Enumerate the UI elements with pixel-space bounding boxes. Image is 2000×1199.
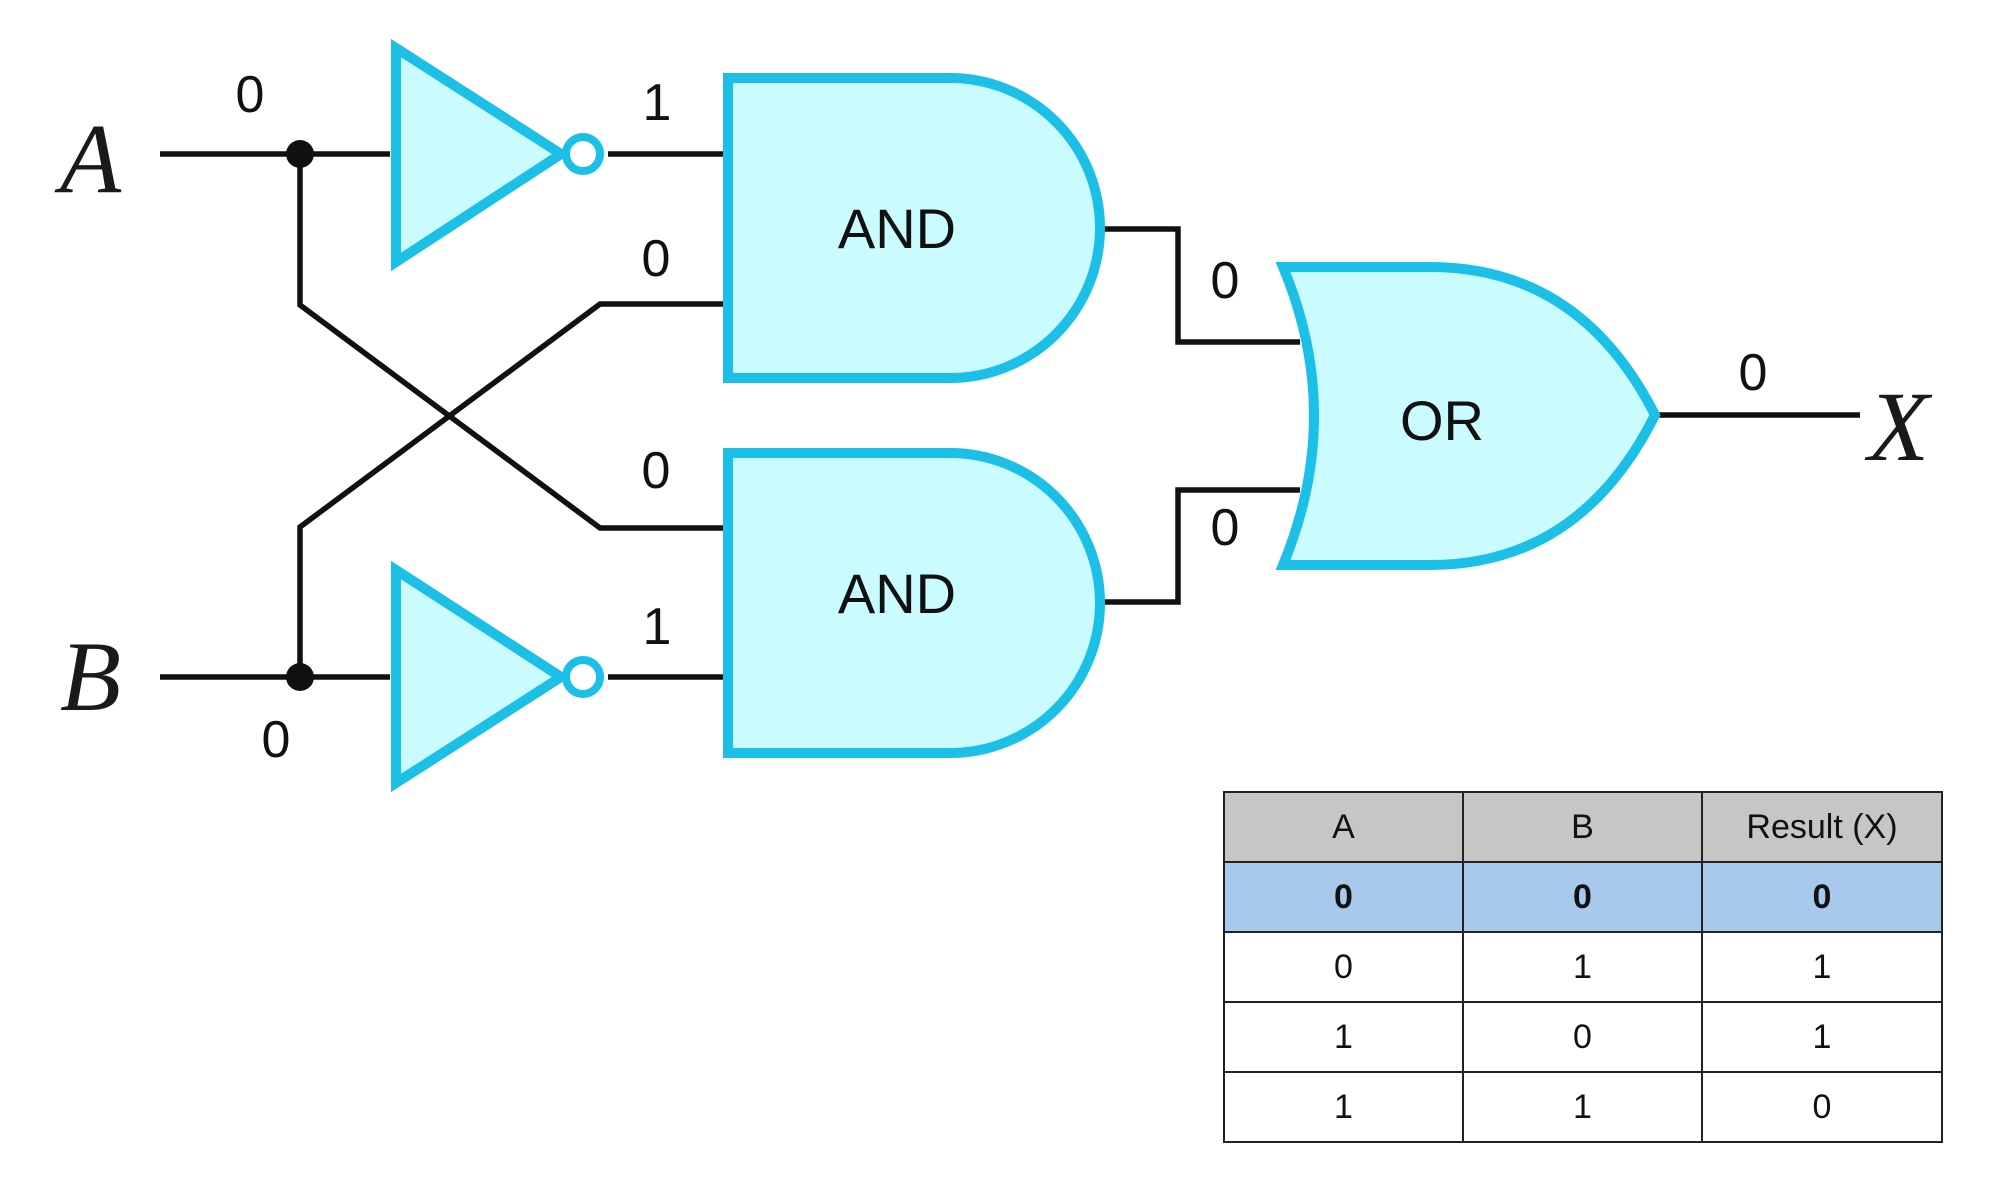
header-a: A	[1223, 791, 1464, 863]
input-b-value: 0	[262, 711, 291, 769]
cell-result: 0	[1700, 861, 1944, 933]
and-bottom-label: AND	[838, 562, 956, 625]
and-top-output-value: 0	[1211, 252, 1240, 310]
and-top-label: AND	[838, 197, 956, 260]
output-x-name: X	[1864, 371, 1933, 482]
not-gate-a	[391, 38, 604, 272]
and-gate-top	[723, 73, 1106, 383]
table-row: 0 1 1	[1223, 931, 1944, 1003]
input-a-value: 0	[236, 66, 265, 124]
not-b-output-value: 1	[643, 598, 672, 656]
not-gate-b	[391, 560, 604, 793]
header-b: B	[1461, 791, 1703, 863]
table-row: 1 1 0	[1223, 1071, 1944, 1143]
header-result: Result (X)	[1700, 791, 1944, 863]
truth-table: A B Result (X) 0 0 0 0 1 1 1 0 1 1 1 0	[1223, 791, 1944, 1143]
or-gate	[1275, 262, 1661, 570]
cell-a: 1	[1223, 1071, 1464, 1143]
wire-and-top-to-or	[1100, 226, 1300, 345]
input-b-name: B	[60, 621, 121, 732]
table-row: 1 0 1	[1223, 1001, 1944, 1073]
not-a-output-value: 1	[643, 74, 672, 132]
wire-and-bottom-to-or	[1100, 487, 1300, 605]
output-x-value: 0	[1739, 344, 1768, 402]
cell-b: 1	[1461, 931, 1703, 1003]
junction-b	[286, 663, 314, 691]
cell-result: 1	[1700, 1001, 1944, 1073]
cell-result: 0	[1700, 1071, 1944, 1143]
wire-b-to-and-top	[297, 301, 730, 677]
and-bottom-output-value: 0	[1211, 499, 1240, 557]
truth-table-header-row: A B Result (X)	[1223, 791, 1944, 863]
and-bottom-input-a-value: 0	[642, 442, 671, 500]
cell-result: 1	[1700, 931, 1944, 1003]
cell-a: 0	[1223, 931, 1464, 1003]
input-a-name: A	[54, 103, 122, 214]
cell-b: 1	[1461, 1071, 1703, 1143]
and-gate-bottom	[723, 448, 1106, 758]
cell-a: 0	[1223, 861, 1464, 933]
cell-a: 1	[1223, 1001, 1464, 1073]
wires	[160, 151, 1860, 680]
or-label: OR	[1400, 389, 1484, 452]
table-row: 0 0 0	[1223, 861, 1944, 933]
junction-a	[286, 140, 314, 168]
cell-b: 0	[1461, 1001, 1703, 1073]
cell-b: 0	[1461, 861, 1703, 933]
and-top-input-b-value: 0	[642, 230, 671, 288]
